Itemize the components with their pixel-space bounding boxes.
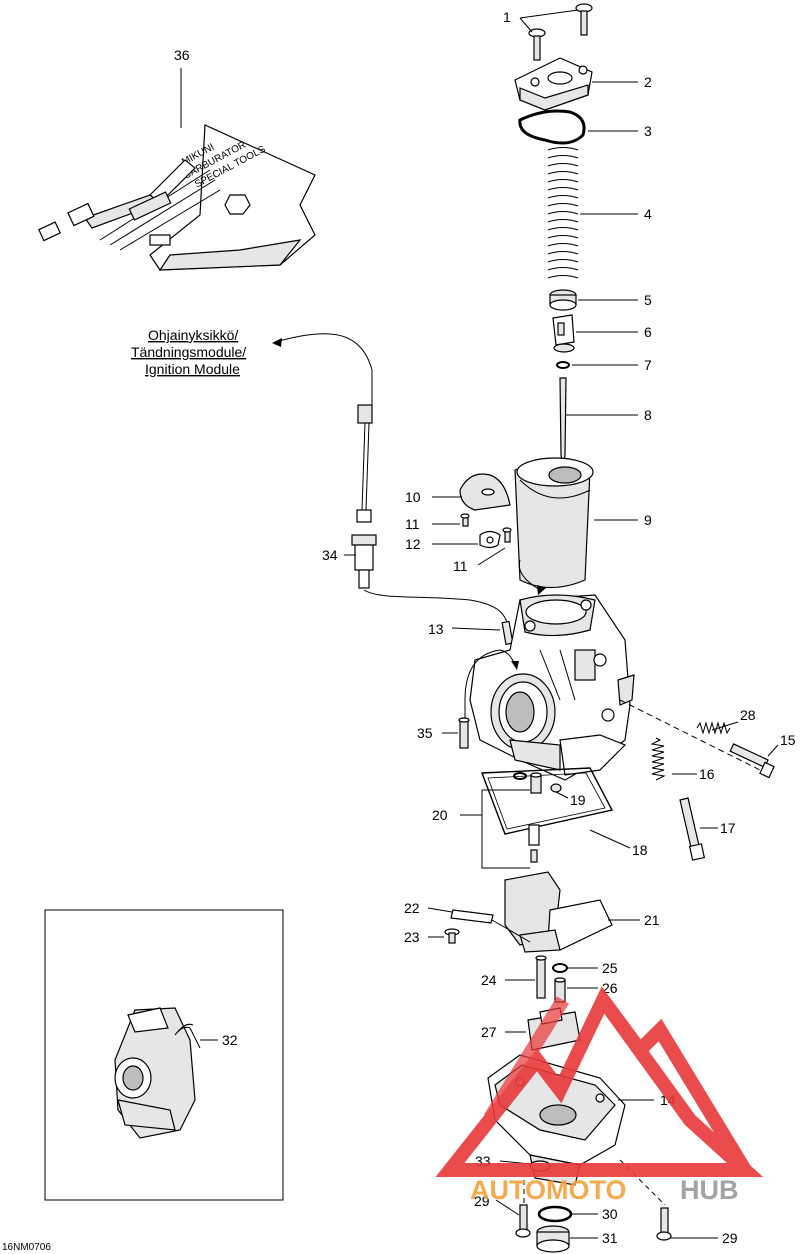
fitting-13: [501, 620, 514, 646]
callout-10: 10: [405, 489, 421, 505]
clip-7: [556, 361, 570, 369]
watermark-triangle: [435, 986, 764, 1177]
watermark-auto: AUTO: [470, 1175, 546, 1205]
spring-4: [547, 147, 579, 279]
callout-21: 21: [644, 912, 660, 928]
screw-23: [444, 928, 460, 944]
callout-11a: 11: [405, 516, 420, 532]
callout-34: 34: [322, 547, 338, 563]
washer-25: [552, 963, 568, 973]
o-ring-30: [537, 1205, 573, 1223]
needle-holder-6: [552, 314, 575, 353]
callout-16: 16: [699, 766, 715, 782]
reference-line-3: Ignition Module: [145, 361, 240, 377]
callout-6: 6: [644, 324, 652, 340]
cable-plate-10: [459, 473, 511, 511]
watermark-moto: MOTO: [546, 1175, 627, 1205]
callout-35: 35: [417, 725, 433, 741]
callout-8: 8: [644, 407, 652, 423]
spring-seat-5: [549, 289, 577, 311]
callout-5: 5: [644, 292, 652, 308]
tool-kit-36: MIKUNI CARBURATOR SPECIAL TOOLS: [38, 124, 316, 271]
watermark-logo: AUTO MOTO HUB: [435, 986, 764, 1205]
callout-22: 22: [404, 900, 420, 916]
callout-3: 3: [644, 123, 652, 139]
callout-4: 4: [644, 206, 652, 222]
cap-2: [514, 57, 593, 111]
float-21: [504, 871, 613, 953]
spring-28: [696, 721, 731, 735]
pilot-screw-35: [458, 717, 470, 749]
throttle-slide-9: [514, 457, 594, 589]
callout-29a: 29: [474, 1193, 490, 1209]
callout-36: 36: [174, 47, 190, 63]
screw-11b: [502, 527, 512, 543]
clip-12: [479, 530, 501, 549]
callout-18: 18: [632, 842, 648, 858]
o-ring-3: [518, 109, 586, 145]
air-screw-17: [679, 797, 706, 861]
callout-27: 27: [481, 1024, 497, 1040]
screws-1: [528, 3, 593, 61]
callout-28: 28: [740, 707, 756, 723]
callout-9: 9: [644, 512, 652, 528]
float-pin-22: [450, 909, 494, 924]
gasket-18: [481, 767, 614, 835]
watermark-hub: HUB: [680, 1175, 739, 1205]
callout-11b: 11: [453, 558, 468, 574]
callout-32: 32: [222, 1032, 238, 1048]
callout-23: 23: [404, 929, 420, 945]
callout-15: 15: [780, 732, 796, 748]
screw-29a: [515, 1204, 531, 1238]
callout-26: 26: [602, 980, 618, 996]
reference-line-2: Tändningsmodule/: [131, 344, 246, 360]
figure-code: 16NM0706: [2, 1242, 51, 1253]
o-ring-19: [513, 772, 562, 793]
needle-valve-20: [528, 772, 542, 863]
callout-1: 1: [503, 9, 511, 25]
ignition-module-reference: Ohjainyksikkö/ Tändningsmodule/ Ignition…: [131, 327, 373, 405]
screw-29b: [656, 1207, 672, 1241]
spring-16: [650, 737, 666, 781]
callout-20: 20: [432, 807, 448, 823]
callout-25: 25: [602, 960, 618, 976]
callout-19: 19: [570, 792, 586, 808]
callout-7: 7: [644, 357, 652, 373]
callout-2: 2: [644, 74, 652, 90]
callout-30: 30: [602, 1206, 618, 1222]
sensor-wire-34: [351, 404, 509, 626]
callout-29b: 29: [722, 1230, 738, 1246]
callout-31: 31: [602, 1230, 618, 1246]
callout-13: 13: [428, 621, 444, 637]
callout-17: 17: [720, 820, 736, 836]
inset-box-32: [44, 909, 284, 1201]
screw-11a: [460, 513, 470, 527]
callout-12: 12: [405, 536, 421, 552]
reference-line-1: Ohjainyksikkö/: [148, 327, 238, 343]
needle-8: [559, 377, 567, 471]
main-jet-24: [535, 955, 547, 999]
idle-screw-15: [729, 743, 775, 779]
carburetor-body: [469, 594, 635, 781]
plug-31: [536, 1225, 570, 1253]
callout-24: 24: [481, 972, 497, 988]
